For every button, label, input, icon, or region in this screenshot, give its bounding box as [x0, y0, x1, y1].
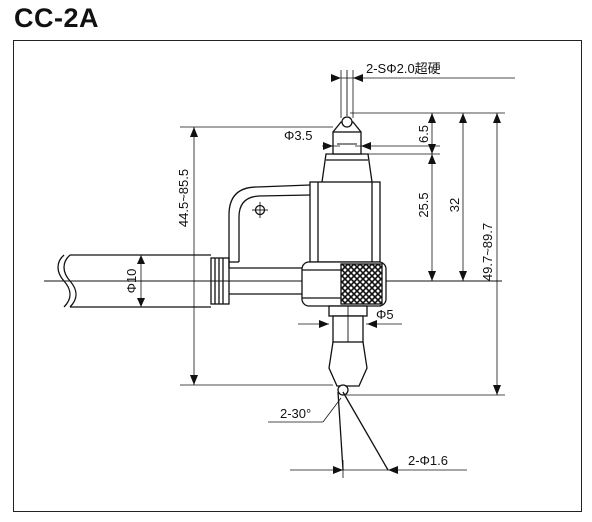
label-lower-ball: 2-Φ1.6: [408, 453, 448, 468]
label-lower-stem-diameter: Φ5: [376, 307, 394, 322]
bracket: [228, 184, 311, 268]
label-total-length: 49.7~89.7: [480, 223, 495, 281]
page-title: CC-2A: [14, 3, 100, 33]
label-body-length: 25.5: [416, 192, 431, 217]
label-ball-tip: 2-SΦ2.0超硬: [366, 61, 441, 76]
drawing-frame: [13, 40, 582, 512]
label-tip-diameter: Φ3.5: [284, 128, 312, 143]
probe-body: [301, 70, 389, 471]
label-cone-angle: 2-30°: [280, 406, 311, 421]
label-shank-diameter: Φ10: [124, 269, 139, 294]
label-probe-length: 32: [447, 198, 462, 212]
arrowheads: [137, 74, 501, 474]
label-span: 44.5~85.5: [176, 169, 191, 227]
label-tip-length: 6.5: [416, 125, 431, 143]
